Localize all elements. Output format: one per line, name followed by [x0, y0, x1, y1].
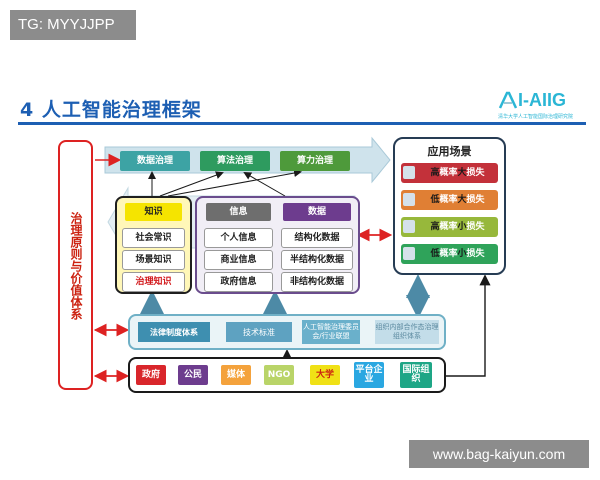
info-item: 政府信息	[204, 272, 273, 292]
application-scenario-mid: 概率	[439, 222, 458, 232]
logo-subtitle: 清华大学人工智能国际治理研究院	[498, 114, 574, 120]
data-header: 数据	[283, 203, 351, 221]
watermark-bottom: www.bag-kaiyun.com	[409, 440, 589, 468]
application-scenario-level: 大	[457, 195, 467, 205]
application-scenario-suffix: 损失	[466, 222, 485, 232]
actor-ngo: NGO	[264, 365, 294, 385]
mechanism-technical-standards: 技术标准	[226, 322, 292, 342]
knowledge-item: 社会常识	[122, 228, 185, 248]
link-actors-applications	[446, 274, 491, 377]
mechanism-legal-system: 法律制度体系	[138, 322, 210, 342]
slide-title: 4 人工智能治理框架	[20, 99, 202, 121]
document-icon	[403, 166, 415, 179]
application-scenario-suffix: 损失	[466, 195, 485, 205]
mechanism-ai-committee: 人工智能治理委员会/行业联盟	[302, 320, 360, 344]
link-knowledge-algo-gov	[159, 171, 224, 197]
application-scenario-level: 小	[457, 249, 467, 259]
document-icon	[403, 193, 415, 206]
title-underline	[18, 122, 586, 125]
application-scenarios-title: 应用场景	[427, 145, 472, 158]
document-icon	[403, 220, 415, 233]
knowledge-group: 知识 社会常识 场景知识 治理知识	[115, 196, 192, 294]
actor-platform-enterprises: 平台企业	[354, 362, 384, 388]
info-data-group: 信息 数据 个人信息 商业信息 政府信息 结构化数据 半结构化数据 非结构化数据	[195, 196, 360, 294]
application-scenario-mid: 概率	[439, 249, 458, 259]
mechanism-internal-organization: 组织内部合作态治理组织体系	[375, 320, 439, 344]
application-scenario-item: 低概率大损失	[401, 190, 498, 210]
link-data-algo-gov	[243, 172, 286, 197]
logo: I-AIIG 清华大学人工智能国际治理研究院	[498, 90, 588, 120]
mechanisms-band: 法律制度体系 技术标准 人工智能治理委员会/行业联盟 组织内部合作态治理组织体系	[128, 314, 446, 350]
application-scenario-suffix: 损失	[466, 168, 485, 178]
actor-international-organizations: 国际组织	[400, 362, 432, 388]
data-item: 结构化数据	[281, 228, 353, 248]
application-scenario-label: 低概率小损失	[419, 244, 496, 264]
application-scenario-mid: 概率	[439, 195, 458, 205]
application-scenarios-panel: 应用场景 高概率大损失低概率大损失高概率小损失低概率小损失	[393, 137, 506, 275]
knowledge-item: 治理知识	[122, 272, 185, 292]
application-scenario-level: 大	[457, 168, 467, 178]
application-scenario-level: 小	[457, 222, 467, 232]
data-item: 半结构化数据	[281, 250, 353, 270]
info-item: 商业信息	[204, 250, 273, 270]
actor-university: 大学	[310, 365, 340, 385]
knowledge-header: 知识	[125, 203, 182, 221]
application-scenario-prefix: 低	[430, 195, 440, 205]
application-scenario-mid: 概率	[439, 168, 458, 178]
knowledge-item: 场景知识	[122, 250, 185, 270]
principles-values-panel: 治理原则与价值体系	[58, 140, 93, 390]
data-governance-chip: 数据治理	[120, 151, 190, 171]
application-scenario-prefix: 高	[430, 222, 440, 232]
logo-text: I-AIIG	[518, 90, 566, 110]
watermark-top: TG: MYYJJPP	[10, 10, 136, 40]
application-scenario-label: 高概率大损失	[419, 163, 496, 183]
application-scenario-item: 高概率大损失	[401, 163, 498, 183]
principles-values-label: 治理原则与价值体系	[69, 212, 83, 320]
info-item: 个人信息	[204, 228, 273, 248]
document-icon	[403, 247, 415, 260]
link-knowledge-compute-gov	[167, 169, 302, 197]
application-scenario-item: 高概率小损失	[401, 217, 498, 237]
logo-mark-icon	[498, 91, 518, 109]
application-scenario-label: 高概率小损失	[419, 217, 496, 237]
info-header: 信息	[206, 203, 271, 221]
data-item: 非结构化数据	[281, 272, 353, 292]
application-scenario-label: 低概率大损失	[419, 190, 496, 210]
algorithm-governance-chip: 算法治理	[200, 151, 270, 171]
actors-band: 政府 公民 媒体 NGO 大学 平台企业 国际组织	[128, 357, 446, 393]
actor-government: 政府	[136, 365, 166, 385]
application-scenario-item: 低概率小损失	[401, 244, 498, 264]
compute-governance-chip: 算力治理	[280, 151, 350, 171]
application-scenario-prefix: 低	[430, 249, 440, 259]
application-scenario-prefix: 高	[430, 168, 440, 178]
actor-media: 媒体	[221, 365, 251, 385]
actor-citizens: 公民	[178, 365, 208, 385]
application-scenario-suffix: 损失	[466, 249, 485, 259]
